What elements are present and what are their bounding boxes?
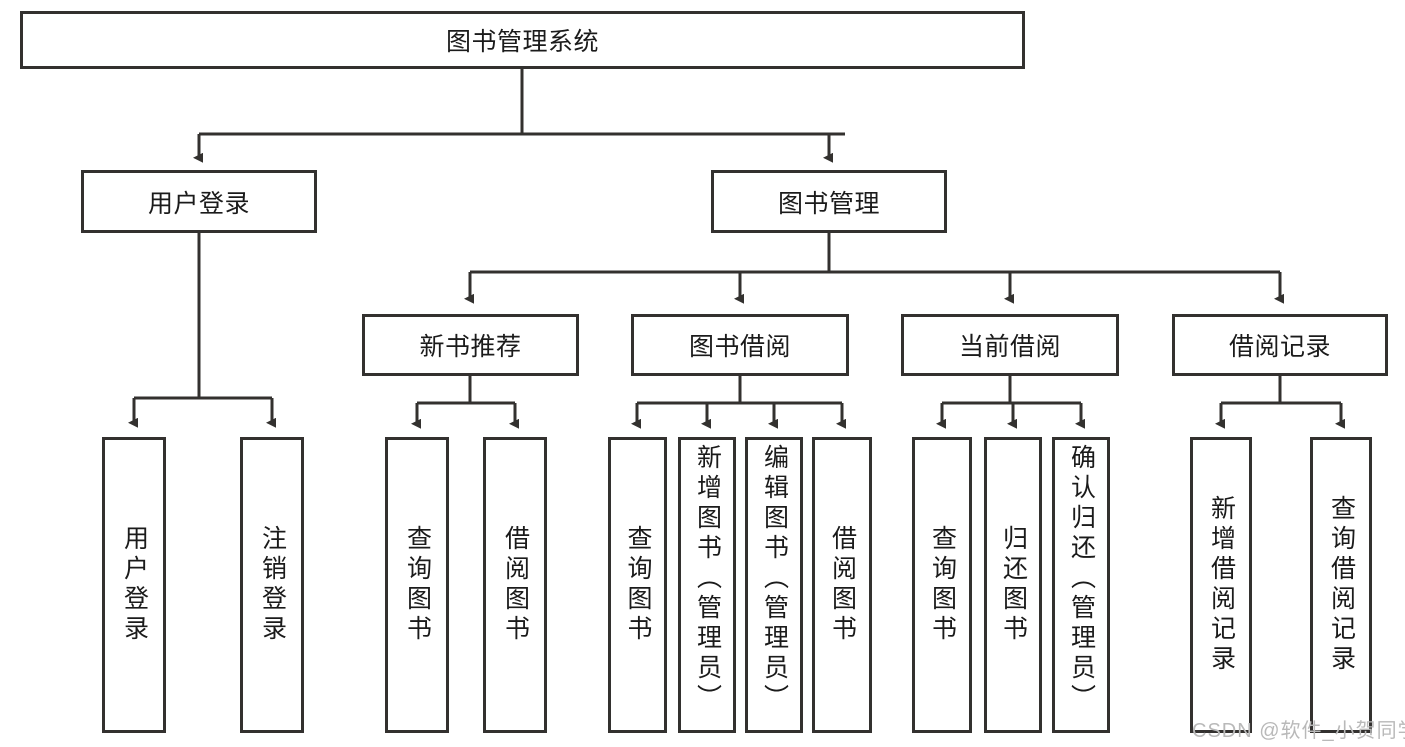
node-new-book-recommend[interactable]: 新书推荐 — [362, 314, 579, 376]
node-label: 确认归还（管理员） — [1067, 444, 1096, 714]
node-label: 用户登录 — [147, 189, 250, 218]
node-label: 查询借阅记录 — [1327, 495, 1356, 675]
node-leaf-query-book-2[interactable]: 查询图书 — [608, 437, 667, 733]
node-label: 查询图书 — [928, 525, 957, 645]
node-current-borrow[interactable]: 当前借阅 — [901, 314, 1119, 376]
node-label: 查询图书 — [624, 525, 652, 645]
node-leaf-user-login[interactable]: 用户登录 — [102, 437, 166, 733]
connector-group-user-login — [128, 233, 276, 428]
node-label: 图书管理系统 — [445, 28, 599, 56]
node-label: 用户登录 — [120, 525, 149, 645]
connector-group-new-book-recommend — [411, 376, 519, 429]
node-label: 新增图书（管理员） — [693, 444, 722, 714]
node-label: 归还图书 — [999, 525, 1028, 645]
connector-group-borrow-record — [1215, 376, 1345, 429]
node-label: 图书借阅 — [688, 333, 791, 361]
node-label: 借阅图书 — [828, 525, 857, 645]
node-book-management[interactable]: 图书管理 — [711, 170, 947, 233]
node-label: 编辑图书（管理员） — [760, 444, 789, 714]
node-label: 图书管理 — [777, 189, 880, 218]
node-label: 新增借阅记录 — [1207, 495, 1236, 675]
node-user-login[interactable]: 用户登录 — [81, 170, 317, 233]
node-leaf-borrow-book-2[interactable]: 借阅图书 — [812, 437, 872, 733]
node-label: 查询图书 — [403, 525, 432, 645]
node-label: 借阅图书 — [501, 525, 530, 645]
node-leaf-query-book-1[interactable]: 查询图书 — [385, 437, 449, 733]
node-label: 借阅记录 — [1228, 333, 1331, 361]
node-label: 注销登录 — [258, 525, 287, 645]
connector-group-root — [193, 69, 845, 163]
connector-group-book-management — [464, 233, 1284, 304]
node-leaf-query-book-3[interactable]: 查询图书 — [912, 437, 972, 733]
node-leaf-add-book[interactable]: 新增图书（管理员） — [678, 437, 736, 733]
connector-group-current-borrow — [936, 376, 1085, 429]
node-leaf-return-book[interactable]: 归还图书 — [984, 437, 1042, 733]
node-leaf-edit-book[interactable]: 编辑图书（管理员） — [745, 437, 803, 733]
node-leaf-add-record[interactable]: 新增借阅记录 — [1190, 437, 1252, 733]
node-book-borrow[interactable]: 图书借阅 — [631, 314, 849, 376]
csdn-watermark: CSDN @软件_小贺同学 — [1192, 720, 1405, 742]
node-leaf-query-record[interactable]: 查询借阅记录 — [1310, 437, 1372, 733]
node-leaf-borrow-book-1[interactable]: 借阅图书 — [483, 437, 547, 733]
connector-group-book-borrow — [631, 376, 846, 429]
node-label: 当前借阅 — [958, 333, 1061, 361]
node-borrow-record[interactable]: 借阅记录 — [1172, 314, 1388, 376]
node-system-root[interactable]: 图书管理系统 — [20, 11, 1025, 69]
node-leaf-logout[interactable]: 注销登录 — [240, 437, 304, 733]
node-leaf-confirm-return[interactable]: 确认归还（管理员） — [1052, 437, 1110, 733]
node-label: 新书推荐 — [419, 333, 522, 361]
